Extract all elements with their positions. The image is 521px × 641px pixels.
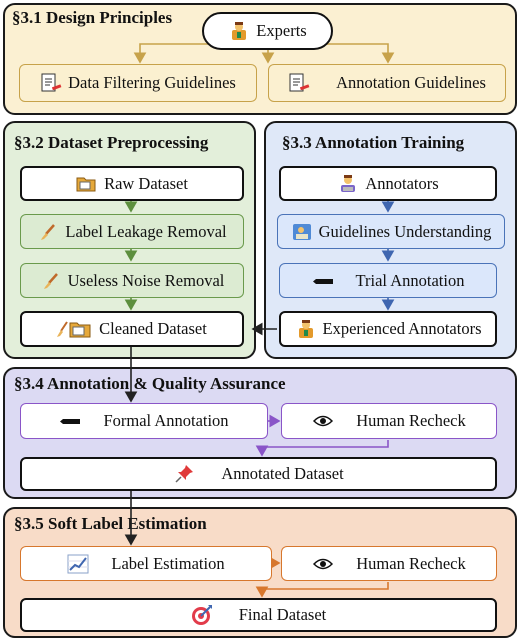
brush-icon [40, 271, 62, 291]
section-title-quality: §3.4 Annotation & Quality Assurance [14, 374, 286, 393]
eye-icon [312, 554, 334, 574]
pin-icon [173, 464, 195, 484]
node-label-leakage-label: Label Leakage Removal [65, 221, 227, 241]
node-annotation-guidelines: Annotation Guidelines [268, 64, 506, 102]
node-experts: Experts [202, 12, 333, 50]
expert-icon [295, 319, 317, 339]
node-experts-label: Experts [256, 21, 307, 40]
node-formal-annotation-label: Formal Annotation [103, 411, 229, 430]
node-annotation-guidelines-label: Annotation Guidelines [336, 73, 486, 92]
node-final-dataset: Final Dataset [20, 598, 497, 632]
node-annotators: Annotators [279, 166, 497, 201]
arrow-recheck-to-annotated [255, 440, 389, 457]
brush-folder-icon [57, 319, 93, 339]
node-human-recheck-qa: Human Recheck [281, 403, 497, 439]
eye-icon [312, 411, 334, 431]
node-data-filtering-guidelines: Data Filtering Guidelines [19, 64, 257, 102]
arrow-experts-to-annotation-guidelines [321, 43, 395, 64]
node-data-filtering-label: Data Filtering Guidelines [68, 73, 236, 92]
node-cleaned-dataset: Cleaned Dataset [20, 311, 244, 347]
target-icon [191, 605, 213, 625]
node-trial-annotation: Trial Annotation [279, 263, 497, 298]
node-guidelines-understanding: Guidelines Understanding [277, 214, 505, 249]
node-annotators-label: Annotators [365, 173, 439, 193]
node-annotated-dataset: Annotated Dataset [20, 457, 497, 491]
arrow-experts-to-data-filtering [133, 43, 213, 64]
node-guidelines-understanding-label: Guidelines Understanding [318, 221, 492, 241]
expert-icon [228, 21, 250, 41]
node-experienced-annotators: Experienced Annotators [279, 311, 497, 347]
reading-icon [291, 222, 313, 242]
node-useless-noise-label: Useless Noise Removal [67, 270, 225, 290]
node-experienced-annotators-label: Experienced Annotators [322, 319, 482, 338]
node-label-estimation-label: Label Estimation [111, 553, 225, 573]
node-trial-annotation-label: Trial Annotation [355, 270, 465, 290]
node-label-estimation: Label Estimation [20, 546, 272, 581]
section-title-design: §3.1 Design Principles [12, 8, 173, 27]
marker-icon [312, 271, 334, 291]
document-pen-icon [40, 73, 62, 93]
node-human-recheck-soft-label: Human Recheck [356, 553, 466, 573]
annotator-icon [337, 174, 359, 194]
node-human-recheck-qa-label: Human Recheck [356, 411, 466, 430]
folder-icon [76, 174, 98, 194]
node-formal-annotation: Formal Annotation [20, 403, 268, 439]
node-raw-dataset-label: Raw Dataset [104, 173, 188, 193]
node-useless-noise-removal: Useless Noise Removal [20, 263, 244, 298]
arrow-recheck-to-final [255, 582, 389, 598]
node-final-dataset-label: Final Dataset [238, 605, 327, 624]
node-human-recheck-soft: Human Recheck [281, 546, 497, 581]
section-title-soft-label: §3.5 Soft Label Estimation [14, 514, 207, 533]
section-title-training: §3.3 Annotation Training [282, 133, 465, 152]
node-cleaned-dataset-label: Cleaned Dataset [99, 319, 207, 338]
node-raw-dataset: Raw Dataset [20, 166, 244, 201]
node-annotated-dataset-label: Annotated Dataset [221, 464, 344, 483]
chart-icon [67, 554, 89, 574]
document-pen-icon [288, 73, 310, 93]
node-label-leakage-removal: Label Leakage Removal [20, 214, 244, 249]
section-title-preprocessing: §3.2 Dataset Preprocessing [14, 133, 209, 152]
marker-icon [59, 411, 81, 431]
brush-icon [37, 222, 59, 242]
